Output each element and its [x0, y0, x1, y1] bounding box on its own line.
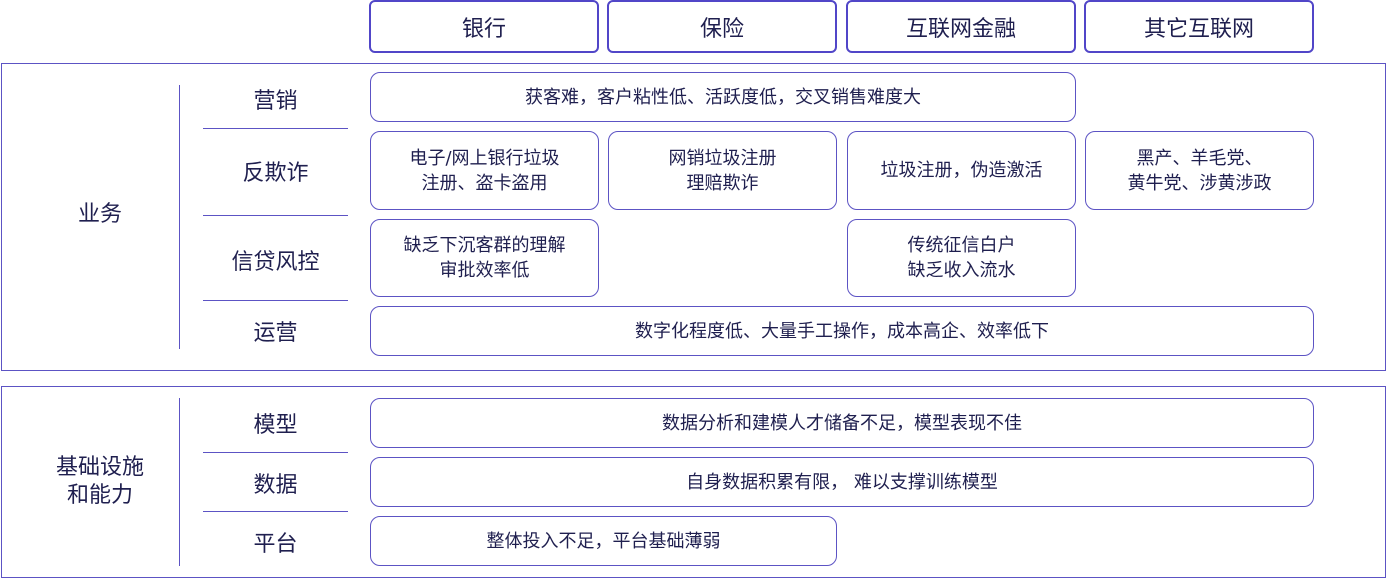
- cell-text: 整体投入不足，平台基础薄弱: [486, 530, 721, 552]
- infrastructure-vertical-divider: [179, 398, 180, 566]
- section-label-text: 基础设施: [55, 455, 144, 480]
- column-header-label: 其它互联网: [1143, 16, 1254, 42]
- cell-text-line: 黄牛党、涉黄涉政: [1127, 172, 1272, 194]
- business-section-label: 业务: [20, 190, 180, 240]
- cell-text-line: 网销垃圾注册: [668, 147, 777, 169]
- row-divider: [203, 300, 348, 301]
- section-label-text: 业务: [77, 202, 122, 227]
- column-header-label: 互联网金融: [905, 16, 1016, 42]
- cell-data-all: 自身数据积累有限， 难以支撑训练模型: [370, 457, 1314, 507]
- column-header-insurance: 保险: [607, 0, 837, 53]
- row-label-text: 模型: [253, 412, 298, 438]
- row-label-marketing: 营销: [203, 76, 348, 121]
- cell-text: 数据分析和建模人才储备不足，模型表现不佳: [662, 412, 1022, 434]
- cell-model-all: 数据分析和建模人才储备不足，模型表现不佳: [370, 398, 1314, 448]
- cell-text-line: 注册、盗卡盗用: [421, 172, 548, 194]
- infrastructure-section-label: 基础设施 和能力: [20, 452, 180, 512]
- row-label-text: 平台: [253, 531, 298, 557]
- cell-platform-partial: 整体投入不足，平台基础薄弱: [370, 516, 837, 566]
- row-label-antifraud: 反欺诈: [203, 146, 348, 196]
- column-header-bank: 银行: [369, 0, 599, 53]
- column-header-label: 保险: [699, 16, 744, 42]
- cell-text-line: 缺乏收入流水: [907, 260, 1016, 281]
- row-divider: [203, 215, 348, 216]
- cell-text: 垃圾注册，伪造激活: [880, 160, 1043, 181]
- row-label-text: 信贷风控: [231, 250, 320, 275]
- column-header-other-internet: 其它互联网: [1084, 0, 1314, 53]
- cell-antifraud-insurance: 网销垃圾注册 理赔欺诈: [608, 131, 837, 210]
- row-label-operations: 运营: [203, 308, 348, 353]
- cell-text: 数字化程度低、大量手工操作，成本高企、效率低下: [635, 320, 1049, 342]
- cell-text-line: 电子/网上银行垃圾: [409, 147, 560, 169]
- cell-antifraud-other: 黑产、羊毛党、 黄牛党、涉黄涉政: [1085, 131, 1314, 210]
- row-label-text: 营销: [253, 88, 298, 114]
- row-divider: [203, 452, 348, 453]
- cell-antifraud-bank: 电子/网上银行垃圾 注册、盗卡盗用: [370, 131, 599, 210]
- row-divider: [203, 511, 348, 512]
- business-vertical-divider: [179, 85, 180, 349]
- row-label-text: 反欺诈: [242, 161, 309, 186]
- cell-credit-fintech: 传统征信白户 缺乏收入流水: [847, 219, 1076, 297]
- row-label-text: 运营: [253, 320, 298, 346]
- row-label-model: 模型: [203, 400, 348, 445]
- cell-text-line: 黑产、羊毛党、: [1136, 147, 1263, 169]
- row-label-platform: 平台: [203, 519, 348, 564]
- column-header-label: 银行: [461, 16, 506, 42]
- column-header-fintech: 互联网金融: [846, 0, 1076, 53]
- cell-operations-all: 数字化程度低、大量手工操作，成本高企、效率低下: [370, 306, 1314, 356]
- cell-marketing-all: 获客难，客户粘性低、活跃度低，交叉销售难度大: [370, 72, 1076, 122]
- cell-text-line: 传统征信白户: [907, 235, 1016, 256]
- cell-text-line: 审批效率低: [439, 260, 530, 281]
- cell-antifraud-fintech: 垃圾注册，伪造激活: [847, 131, 1076, 210]
- row-label-text: 数据: [253, 472, 298, 498]
- row-label-credit-risk: 信贷风控: [203, 235, 348, 285]
- cell-text-line: 缺乏下沉客群的理解: [403, 235, 566, 256]
- cell-text: 自身数据积累有限， 难以支撑训练模型: [686, 471, 998, 493]
- row-label-data: 数据: [203, 460, 348, 505]
- cell-text-line: 理赔欺诈: [686, 172, 759, 194]
- cell-credit-bank: 缺乏下沉客群的理解 审批效率低: [370, 219, 599, 297]
- cell-text: 获客难，客户粘性低、活跃度低，交叉销售难度大: [525, 86, 921, 108]
- section-label-text: 和能力: [66, 483, 133, 508]
- row-divider: [203, 128, 348, 129]
